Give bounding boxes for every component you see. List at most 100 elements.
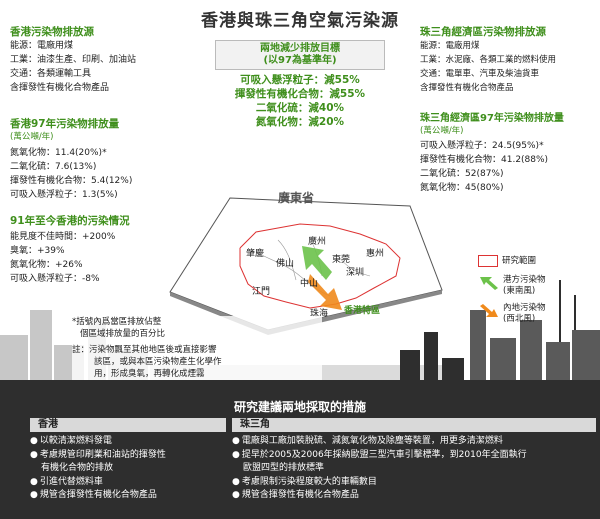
province-label: 廣東省 <box>278 190 314 205</box>
hk-measure-item: ●考慮規管印刷業和油站的揮發性 <box>30 449 226 463</box>
green-arrow-icon <box>480 277 498 290</box>
hk-emission-item: 氮氧化物：11.4(20%)* <box>10 148 107 158</box>
hk-sources-heading: 香港污染物排放源 <box>10 26 94 38</box>
prd-measure-item: ●提早於2005及2006年採納歐盟三型汽車引擊標準，到2010年全面執行 <box>232 449 596 463</box>
legend-mainland-label-2: (西北風) <box>503 314 536 324</box>
city-guangzhou: 廣州 <box>308 235 326 247</box>
target-item: 氮氧化物：減20% <box>255 116 345 128</box>
prd-emissions-panel: 珠三角經濟區97年污染物排放量 (萬公噸/年) 可吸入懸浮粒子：24.5(95%… <box>420 112 598 195</box>
hk-emissions-heading: 香港97年污染物排放量 <box>10 118 120 130</box>
hk-emission-item: 二氧化硫：7.6(13%) <box>10 162 97 172</box>
note-line3: 用，形成臭氧，再轉化成煙霧 <box>94 369 205 379</box>
prd-emissions-unit: (萬公噸/年) <box>420 126 464 136</box>
prd-measure-item: ●考慮限制污染程度較大的車輛數目 <box>232 476 596 490</box>
legend-study-area: 研究範圍 <box>478 255 596 267</box>
prd-emissions-heading: 珠三角經濟區97年污染物排放量 <box>420 113 564 124</box>
legend-study-area-label: 研究範圍 <box>502 255 537 266</box>
bullet-icon: ● <box>30 436 38 446</box>
prd-measure-text: 電廠與工廠加裝脫硫、減氮氧化物及除塵等裝置，用更多清潔燃料 <box>241 436 503 446</box>
prd-emission-item: 揮發性有機化合物：41.2(88%) <box>420 155 549 165</box>
hk-source-item: 工業：油漆生產、印刷、加油站 <box>10 55 137 65</box>
prd-measure-item: 歐盟四型的排放標準 <box>232 462 596 476</box>
prd-measure-item: ●電廠與工廠加裝脫硫、減氮氧化物及除塵等裝置，用更多清潔燃料 <box>232 435 596 449</box>
hk-measure-text: 考慮規管印刷業和油站的揮發性 <box>39 449 166 460</box>
page-title: 香港與珠三角空氣污染源 <box>201 11 399 31</box>
targets-heading-line1: 兩地減少排放目標 <box>260 43 340 54</box>
note-line2: 該區，或與本區污染物產生化學作 <box>94 357 222 367</box>
prd-measure-text: 提早於2005及2006年採納歐盟三型汽車引擊標準，到2010年全面執行 <box>241 449 527 460</box>
city-jiangmen: 江門 <box>252 286 270 297</box>
hk-pollutant-arrow <box>302 246 332 280</box>
target-item: 揮發性有機化合物：減55% <box>234 88 366 100</box>
bullet-icon: ● <box>30 490 38 500</box>
mainland-pollutant-arrow <box>308 274 342 310</box>
prd-source-item: 交通：電單車、汽車及柴油貨車 <box>420 69 540 79</box>
prd-sources-panel: 珠三角經濟區污染物排放源 能源：電廠用煤 工業：水泥廠、各類工業的燃料使用 交通… <box>420 26 598 95</box>
bullet-icon: ● <box>30 476 38 487</box>
bullet-icon: ● <box>232 490 240 500</box>
city-huizhou: 惠州 <box>366 247 384 259</box>
prd-source-item: 含揮發性有機化合物產品 <box>420 83 514 93</box>
legend-mainland-pollutants: 內地污染物(西北風) <box>478 303 596 325</box>
prd-measure-text: 規管含揮發性有機化合物產品 <box>241 490 359 500</box>
study-area-boundary <box>239 223 401 309</box>
target-item: 可吸入懸浮粒子：減55% <box>240 74 360 86</box>
city-hk: 香港特區 <box>343 304 380 316</box>
hk-trend-item: 臭氧：+39% <box>10 246 65 256</box>
legend-mainland-label-1: 內地污染物 <box>503 303 546 313</box>
hk-emission-item: 揮發性有機化合物：5.4(12%) <box>10 176 133 186</box>
hk-measure-item: ●引進代替燃料車 <box>30 476 226 490</box>
reduction-targets-panel: 兩地減少排放目標 (以97為基準年) 可吸入懸浮粒子：減55% 揮發性有機化合物… <box>215 40 385 129</box>
hk-source-item: 交通：各類運輸工具 <box>10 69 92 79</box>
hk-measure-text: 引進代替燃料車 <box>39 476 103 487</box>
city-foshan: 佛山 <box>276 257 294 269</box>
hk-measure-item: ●規管含揮發性有機化合物產品 <box>30 489 226 503</box>
hk-source-item: 含揮發性有機化合物產品 <box>10 83 110 93</box>
prd-emission-item: 氮氧化物：45(80%) <box>420 183 504 193</box>
orange-arrow-icon <box>480 304 498 317</box>
hk-measure-text: 有機化合物的排放 <box>41 463 114 473</box>
city-shenzhen: 深圳 <box>346 267 364 278</box>
prd-measures-panel: 珠三角 ●電廠與工廠加裝脫硫、減氮氧化物及除塵等裝置，用更多清潔燃料 ●提早於2… <box>232 418 596 503</box>
prd-emission-item: 可吸入懸浮粒子：24.5(95%)* <box>420 141 544 151</box>
targets-heading-line2: (以97為基準年) <box>263 55 337 66</box>
prd-measure-item: ●規管含揮發性有機化合物產品 <box>232 489 596 503</box>
prd-emission-item: 二氧化硫：52(87%) <box>420 169 504 179</box>
hk-source-item: 能源：電廠用煤 <box>10 41 74 51</box>
measures-title: 研究建議兩地採取的措施 <box>233 400 366 414</box>
prd-measures-heading: 珠三角 <box>232 418 596 432</box>
hk-measure-text: 以較清潔燃料發電 <box>39 436 112 446</box>
hk-trend-heading: 91年至今香港的污染情況 <box>10 215 130 227</box>
map-legend: 研究範圍 港方污染物(東南風) 內地污染物(西北風) <box>478 255 596 325</box>
city-zhongshan: 中山 <box>300 277 318 289</box>
target-item: 二氧化硫：減40% <box>255 102 345 114</box>
study-area-swatch <box>478 255 498 267</box>
hk-trend-panel: 91年至今香港的污染情況 能見度不佳時間：+200% 臭氧：+39% 氮氧化物：… <box>10 215 190 286</box>
hk-measures-panel: 香港 ●以較清潔燃料發電 ●考慮規管印刷業和油站的揮發性 有機化合物的排放 ●引… <box>30 418 226 503</box>
hk-measure-item: ●以較清潔燃料發電 <box>30 435 226 449</box>
legend-hk-label-1: 港方污染物 <box>503 275 546 285</box>
legend-hk-pollutants: 港方污染物(東南風) <box>478 275 596 297</box>
star-note-line1: *括號內爲當區排放佔整 <box>72 317 162 327</box>
hk-trend-item: 氮氧化物：+26% <box>10 260 83 270</box>
hk-trend-item: 可吸入懸浮粒子：-8% <box>10 274 100 284</box>
hk-measure-item: 有機化合物的排放 <box>30 462 226 476</box>
measures-band <box>0 395 600 519</box>
prd-sources-heading: 珠三角經濟區污染物排放源 <box>420 26 546 38</box>
hk-measure-text: 規管含揮發性有機化合物產品 <box>39 490 157 500</box>
prd-measure-text: 考慮限制污染程度較大的車輛數目 <box>241 476 377 487</box>
hk-trend-item: 能見度不佳時間：+200% <box>10 232 116 242</box>
hk-emissions-panel: 香港97年污染物排放量 (萬公噸/年) 氮氧化物：11.4(20%)* 二氧化硫… <box>10 118 190 202</box>
bullet-icon: ● <box>30 449 38 460</box>
bullet-icon: ● <box>232 449 240 460</box>
hk-sources-panel: 香港污染物排放源 能源：電廠用煤 工業：油漆生產、印刷、加油站 交通：各類運輸工… <box>10 26 190 95</box>
legend-hk-label-2: (東南風) <box>503 286 536 296</box>
hk-emission-item: 可吸入懸浮粒子：1.3(5%) <box>10 190 118 200</box>
prd-source-item: 工業：水泥廠、各類工業的燃料使用 <box>420 55 557 65</box>
footnotes: *括號內爲當區排放佔整 個區域排放量的百分比 註：污染物飄至其他地區後或直接影響… <box>72 316 322 380</box>
hk-measures-heading: 香港 <box>30 418 226 432</box>
hk-emissions-unit: (萬公噸/年) <box>10 132 54 142</box>
note-line1: 註：污染物飄至其他地區後或直接影響 <box>72 345 217 355</box>
targets-heading: 兩地減少排放目標 (以97為基準年) <box>215 40 385 70</box>
bullet-icon: ● <box>232 476 240 487</box>
